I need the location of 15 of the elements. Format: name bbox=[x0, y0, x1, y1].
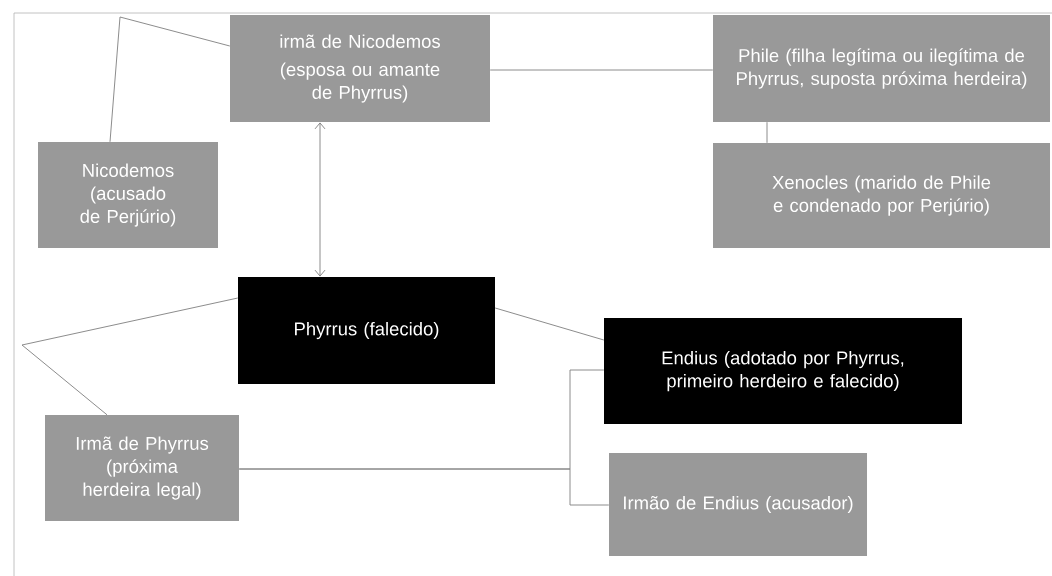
person-box: Xenocles (marido de Phile e condenado por Perjúrio) bbox=[713, 143, 1050, 248]
person-box: Nicodemos (acusado de Perjúrio) bbox=[38, 142, 218, 248]
double-arrow bbox=[314, 122, 326, 277]
connector-line bbox=[766, 121, 768, 144]
person-box: Phyrrus (falecido) bbox=[238, 277, 495, 384]
connector-line bbox=[494, 307, 605, 341]
connector-line bbox=[21, 297, 239, 416]
connector-line bbox=[238, 468, 610, 506]
person-box: Irmão de Endius (acusador) bbox=[609, 453, 867, 556]
connector-line bbox=[109, 16, 231, 143]
person-box: Endius (adotado por Phyrrus, primeiro herdeiro e falecido) bbox=[604, 318, 962, 424]
connector-line bbox=[489, 69, 714, 71]
person-box: Irmã de Phyrrus (próxima herdeira legal) bbox=[45, 415, 239, 521]
person-box: irmã de Nicodemos (esposa ou amante de Phyrrus) bbox=[230, 15, 490, 122]
person-box: Phile (filha legítima ou ilegítima de Phyrrus, suposta próxima herdeira) bbox=[713, 15, 1050, 122]
